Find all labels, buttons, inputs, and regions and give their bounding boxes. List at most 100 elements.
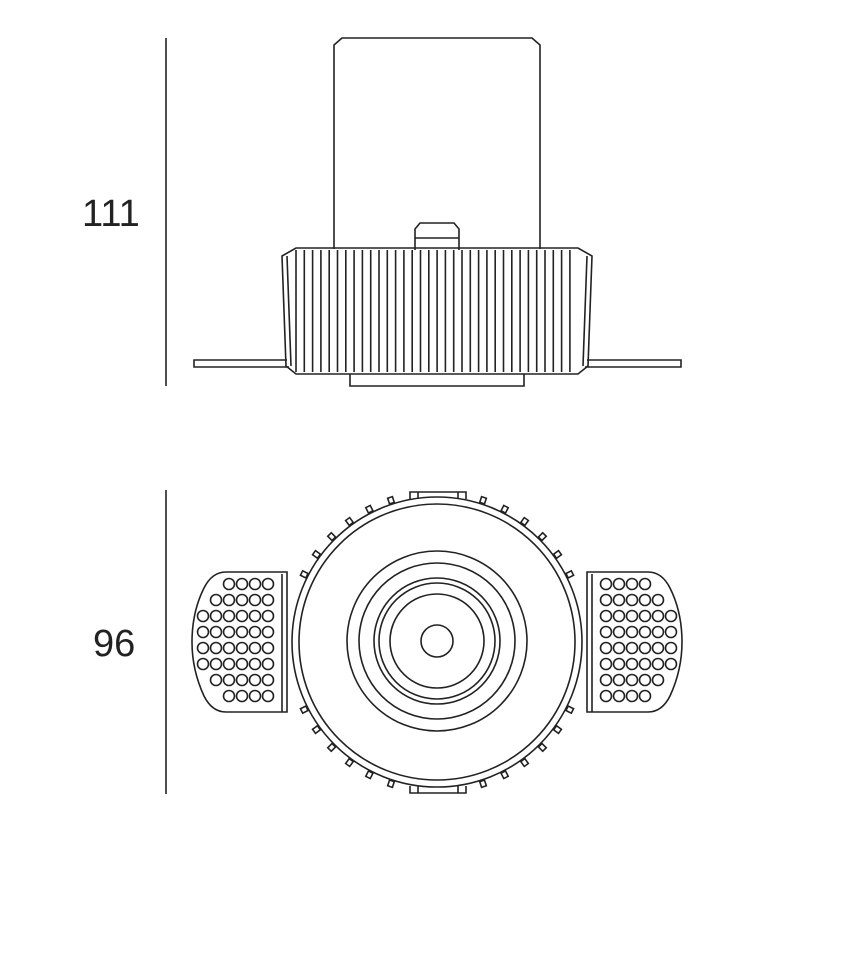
clip-hole	[196, 625, 210, 639]
clip-hole	[651, 609, 665, 623]
ring-tooth	[564, 569, 575, 580]
top-view	[165, 490, 683, 794]
trim-ring	[349, 374, 525, 387]
clip-hole	[248, 657, 262, 671]
clip-hole	[612, 593, 626, 607]
clip-hole	[248, 689, 262, 703]
clip-hole	[261, 657, 275, 671]
diameter-dimension-label: 96	[93, 623, 136, 665]
clip-hole	[599, 641, 613, 655]
clip-hole	[222, 657, 236, 671]
clip-hole	[651, 625, 665, 639]
ring-tooth	[499, 769, 510, 780]
clip-hole	[196, 641, 210, 655]
ring-tooth	[499, 504, 510, 515]
clip-hole	[599, 593, 613, 607]
ring-tooth	[299, 569, 310, 580]
heatsink-fins	[295, 250, 571, 372]
clip-hole	[248, 593, 262, 607]
clip-hole	[599, 673, 613, 687]
clip-hole	[664, 641, 678, 655]
clip-hole	[235, 577, 249, 591]
top-tab	[409, 491, 467, 499]
reflector-mid	[358, 562, 516, 720]
clip-hole	[599, 657, 613, 671]
clip-hole	[222, 689, 236, 703]
clip-hole	[261, 577, 275, 591]
clip-hole	[222, 577, 236, 591]
lens-inner	[378, 582, 496, 700]
clip-hole	[625, 641, 639, 655]
clip-hole	[638, 689, 652, 703]
led-emitter	[420, 624, 454, 658]
side-view	[165, 37, 682, 387]
clip-hole	[625, 657, 639, 671]
clip-hole	[261, 609, 275, 623]
outer-ring	[291, 496, 583, 788]
clip-hole	[599, 577, 613, 591]
clip-hole	[222, 609, 236, 623]
clip-hole	[196, 657, 210, 671]
clip-hole	[209, 641, 223, 655]
clip-hole	[235, 673, 249, 687]
clip-hole	[612, 577, 626, 591]
clip-hole	[261, 689, 275, 703]
bezel-ring	[298, 503, 576, 781]
ring-tooth	[311, 549, 322, 560]
clip-hole	[261, 625, 275, 639]
clip-hole	[612, 641, 626, 655]
clip-hole	[625, 673, 639, 687]
ring-tooth	[311, 724, 322, 735]
clip-holes-left	[196, 577, 275, 703]
ring-tooth	[552, 549, 563, 560]
clip-plate-right	[586, 571, 683, 713]
clip-hole	[612, 657, 626, 671]
clip-hole	[248, 577, 262, 591]
clip-hole	[235, 609, 249, 623]
clip-hole	[248, 609, 262, 623]
clip-hole	[599, 609, 613, 623]
lens-core	[389, 593, 485, 689]
reflector-outer	[346, 550, 528, 732]
clip-hole	[664, 625, 678, 639]
clip-hole	[638, 625, 652, 639]
clip-hole	[209, 593, 223, 607]
clip-hole	[222, 593, 236, 607]
ring-tooth	[478, 495, 488, 505]
ring-tooth	[344, 757, 355, 768]
clip-hole	[625, 577, 639, 591]
height-dimension-label: 111	[82, 193, 140, 235]
ring-tooth	[519, 757, 530, 768]
clip-hole	[222, 641, 236, 655]
ring-tooth	[299, 704, 310, 715]
ring-tooth	[344, 516, 355, 527]
clip-hole	[248, 641, 262, 655]
ring-tooth	[386, 779, 396, 789]
clip-hole	[235, 689, 249, 703]
clip-hole	[638, 657, 652, 671]
ring-tooth	[552, 724, 563, 735]
lens-outer	[373, 577, 501, 705]
clip-hole	[235, 593, 249, 607]
clip-hole	[248, 673, 262, 687]
clip-hole	[261, 641, 275, 655]
clip-hole	[235, 657, 249, 671]
clip-hole	[612, 673, 626, 687]
clip-hole	[651, 641, 665, 655]
clip-hole	[638, 673, 652, 687]
ring-tooth	[478, 779, 488, 789]
clip-hole	[612, 689, 626, 703]
clip-hole	[638, 609, 652, 623]
heatsink-body	[281, 247, 593, 375]
clip-hole	[209, 673, 223, 687]
clip-hole	[625, 593, 639, 607]
clip-hole	[222, 625, 236, 639]
clip-hole	[261, 593, 275, 607]
ring-tooth	[386, 495, 396, 505]
clip-hole	[625, 625, 639, 639]
ring-tooth	[326, 742, 337, 753]
clip-hole	[612, 609, 626, 623]
clip-plate-left	[191, 571, 288, 713]
clip-hole	[612, 625, 626, 639]
